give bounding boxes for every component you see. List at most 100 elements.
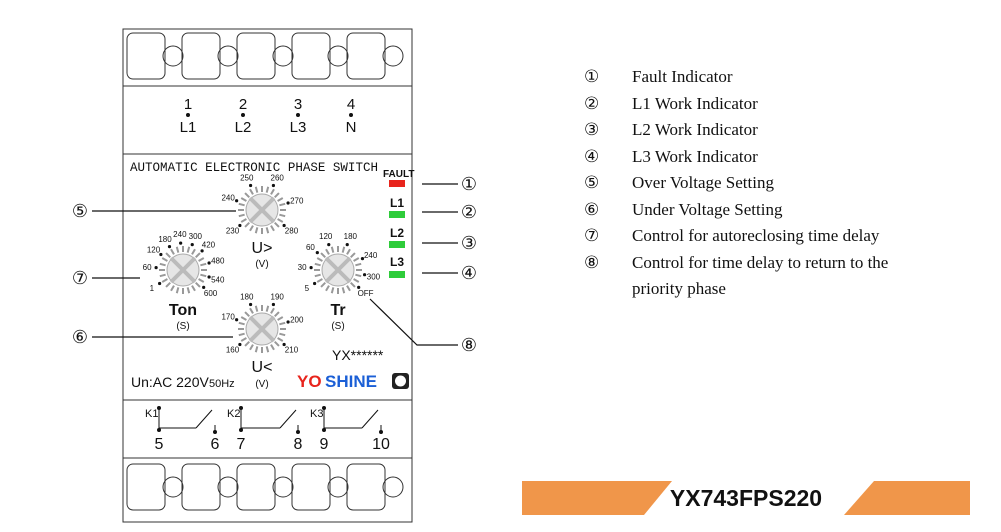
- knob-tick: [200, 273, 207, 278]
- knob-tick: [277, 316, 284, 321]
- terminal-7: 7: [237, 436, 246, 453]
- knob-tick: [346, 285, 351, 292]
- knob-tick: [165, 252, 171, 258]
- knob-tick: [330, 246, 335, 253]
- legend-text: L2 Work Indicator: [632, 120, 758, 139]
- knob-tick: [161, 257, 168, 262]
- knob-tick: [341, 246, 346, 253]
- knob-dot: [202, 285, 206, 289]
- knob-tick: [277, 197, 284, 202]
- knob-tick: [254, 305, 259, 312]
- knob-tick-label: 230: [226, 227, 240, 236]
- knob-tick-label: OFF: [358, 289, 374, 298]
- knob-marker: [248, 315, 276, 343]
- callout-6: ⑥: [72, 327, 88, 348]
- knob-tick: [350, 252, 356, 258]
- product-model: YX743FPS220: [669, 485, 823, 511]
- knob-tick: [244, 192, 250, 198]
- callout-4: ④: [461, 263, 477, 284]
- legend-num: ③: [584, 120, 600, 139]
- legend-item: ③ L2 Work Indicator: [584, 117, 952, 144]
- knob-tick: [330, 287, 335, 294]
- relay-k2: K2: [227, 408, 240, 420]
- brand-part1: YO: [297, 372, 322, 391]
- l2-indicator-led: [389, 241, 405, 248]
- knob-dot: [362, 273, 367, 277]
- terminal-1-dot: [186, 113, 190, 117]
- knob-tick: [249, 307, 254, 314]
- knob-tick: [191, 248, 196, 255]
- bottom-terminal-block: [122, 457, 413, 523]
- knob-tick: [320, 252, 326, 258]
- knob-tick: [274, 222, 280, 228]
- terminal-slot: [236, 463, 276, 511]
- legend-num: [584, 276, 632, 303]
- knob-dot: [238, 223, 242, 228]
- legend-num: ⑥: [584, 199, 600, 219]
- callout-2: ②: [461, 202, 477, 223]
- knob-tick: [320, 282, 326, 288]
- terminal-2-dot: [241, 113, 245, 117]
- model-code: YX******: [332, 347, 384, 363]
- terminal-slot: [291, 463, 331, 511]
- legend-num: ②: [584, 93, 600, 113]
- l2-indicator-label: L2: [390, 226, 404, 240]
- knob-tick-label: 250: [240, 173, 254, 182]
- knob-tick: [161, 278, 168, 283]
- knob-tick: [159, 262, 166, 267]
- knob-tick-label: 600: [204, 289, 218, 298]
- knob-dot: [357, 285, 361, 289]
- knob-tick: [270, 225, 275, 232]
- knob-tick: [175, 287, 180, 294]
- knob-tick: [238, 332, 245, 337]
- knob-tick: [346, 248, 351, 255]
- knob-tick: [270, 344, 275, 351]
- terminal-10: 10: [372, 436, 390, 453]
- legend-text: Control for autoreclosing time delay: [632, 226, 880, 245]
- knob-dot: [309, 266, 313, 270]
- knob-dot: [286, 320, 290, 324]
- knob-tick: [200, 262, 207, 267]
- knob-tick-label: 420: [202, 241, 216, 250]
- knob-tick: [316, 257, 323, 262]
- terminal-4-dot: [349, 113, 353, 117]
- knob-tick-label: 240: [364, 251, 378, 260]
- knob-tick: [325, 248, 330, 255]
- knob-tick-label: 260: [271, 173, 285, 182]
- terminal-8: 8: [294, 436, 303, 453]
- terminal-screw: [217, 45, 239, 67]
- top-terminal-block: [122, 28, 413, 87]
- knob-tick: [265, 186, 270, 193]
- knob-dot: [248, 302, 253, 307]
- knob-tick: [277, 218, 284, 223]
- knob-tick: [270, 307, 275, 314]
- knob-tick: [249, 188, 254, 195]
- knob-tick: [265, 305, 270, 312]
- legend-text: Under Voltage Setting: [632, 199, 783, 219]
- knob-tick: [355, 262, 362, 267]
- ton-name: Ton: [169, 302, 197, 319]
- callout-8: ⑧: [461, 335, 477, 356]
- knob-tick: [279, 202, 286, 207]
- knob-tick: [238, 321, 245, 326]
- knob-tick: [198, 257, 205, 262]
- knob-marker: [169, 256, 197, 284]
- legend-item: ② L1 Work Indicator: [584, 91, 952, 118]
- knob-tick: [240, 197, 247, 202]
- knob-tick: [244, 222, 250, 228]
- l3-indicator-label: L3: [390, 255, 404, 269]
- legend-text: Control for time delay to return to the: [632, 252, 889, 272]
- knob-dot: [238, 342, 242, 347]
- legend-text: L1 Work Indicator: [632, 93, 758, 113]
- knob-tick: [277, 337, 284, 342]
- terminal-screw: [272, 476, 294, 498]
- brand-part2: SHINE: [325, 372, 377, 391]
- knob-tick: [240, 218, 247, 223]
